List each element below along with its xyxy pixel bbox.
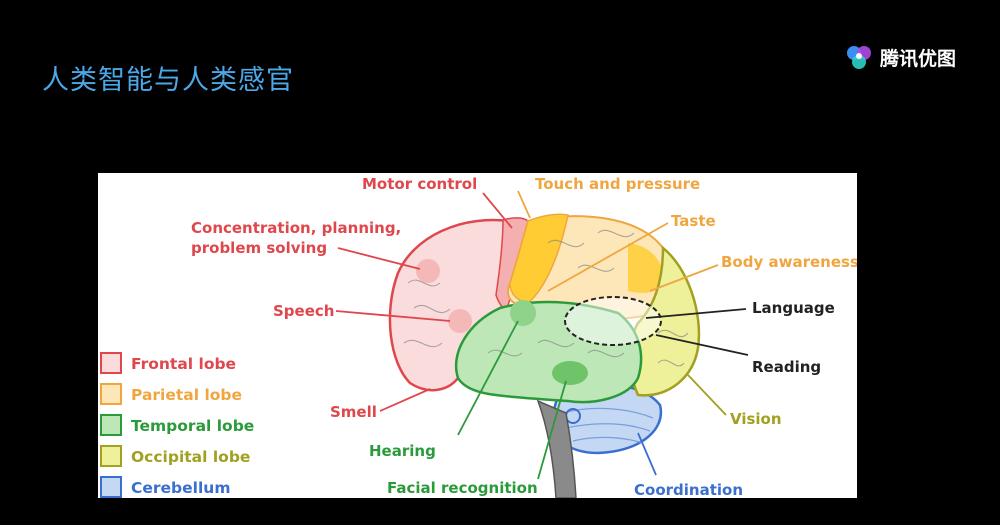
label-language: Language: [752, 299, 835, 317]
legend-label: Occipital lobe: [131, 448, 250, 466]
legend-label: Temporal lobe: [131, 417, 254, 435]
label-speech: Speech: [273, 302, 334, 320]
legend-swatch: [100, 352, 122, 374]
label-taste: Taste: [671, 212, 716, 230]
concentration-spot: [416, 259, 440, 283]
label-smell: Smell: [330, 403, 377, 421]
speech-spot: [448, 309, 472, 333]
body-awareness-area: [628, 243, 666, 293]
legend-label: Parietal lobe: [131, 386, 242, 404]
label-reading: Reading: [752, 358, 821, 376]
legend-swatch: [100, 414, 122, 436]
tencent-youtu-logo-icon: [847, 46, 871, 69]
slide-title: 人类智能与人类感官: [42, 65, 294, 96]
legend-swatch: [100, 445, 122, 467]
label-concentration-2: problem solving: [191, 239, 327, 257]
brand-logo: 腾讯优图: [844, 42, 956, 72]
brain-diagram: Motor control Touch and pressure Taste B…: [98, 173, 857, 498]
language-reading-area: [564, 296, 662, 346]
label-concentration-1: Concentration, planning,: [191, 219, 401, 237]
brain-stem: [536, 399, 577, 498]
label-vision: Vision: [730, 410, 782, 428]
legend-swatch: [100, 383, 122, 405]
label-facial-recognition: Facial recognition: [387, 479, 538, 497]
label-body-awareness: Body awareness: [721, 253, 857, 271]
label-motor-control: Motor control: [362, 175, 477, 193]
legend-label: Frontal lobe: [131, 355, 236, 373]
facial-recognition-spot: [552, 361, 588, 385]
leader-lines: [335, 190, 749, 480]
hearing-spot: [510, 300, 536, 326]
brain-gyri: [403, 229, 689, 367]
label-touch: Touch and pressure: [535, 175, 700, 193]
brain-diagram-svg: Motor control Touch and pressure Taste B…: [100, 175, 857, 498]
legend-label: Cerebellum: [131, 479, 230, 497]
legend-swatch: [100, 476, 122, 498]
label-coordination: Coordination: [634, 481, 743, 498]
brand-name: 腾讯优图: [880, 47, 957, 70]
label-hearing: Hearing: [369, 442, 436, 460]
